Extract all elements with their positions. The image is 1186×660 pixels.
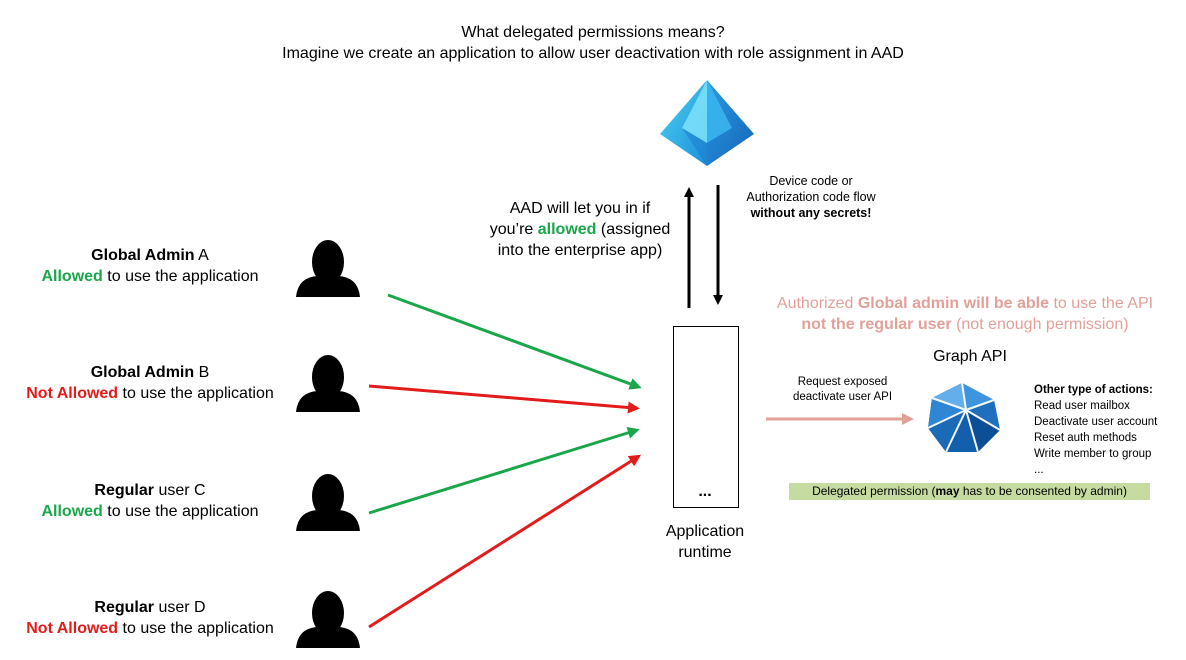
user-label-d: Regular user D Not Allowed to use the ap… xyxy=(0,597,300,639)
authorized-l1-c: to use the API xyxy=(1049,295,1154,312)
flow-note: Device code or Authorization code flow w… xyxy=(730,173,892,221)
action-item: Reset auth methods xyxy=(1034,432,1137,444)
user-icon xyxy=(296,355,360,412)
user-label-c: Regular user C Allowed to use the applic… xyxy=(0,480,300,522)
action-item: Read user mailbox xyxy=(1034,400,1130,412)
user-a-status: Allowed xyxy=(41,268,103,285)
runtime-ellipsis: ... xyxy=(698,483,712,500)
user-b-status: Not Allowed xyxy=(26,385,119,402)
user-label-b: Global Admin B Not Allowed to use the ap… xyxy=(0,362,300,404)
flow-note-line-1: Device code or xyxy=(769,174,853,188)
delegated-permission-bar: Delegated permission (may has to be cons… xyxy=(789,483,1150,500)
runtime-label-line-1: Application xyxy=(665,523,745,540)
authorized-note: Authorized Global admin will be able to … xyxy=(755,293,1175,335)
authorized-l1-b: Global admin will be able xyxy=(857,295,1049,312)
user-icon xyxy=(296,240,360,297)
user-d-name-bold: Regular xyxy=(94,599,154,616)
runtime-label: Application runtime xyxy=(640,521,770,563)
delegated-post: has to be consented by admin) xyxy=(959,484,1127,498)
user-a-name-bold: Global Admin xyxy=(91,247,195,264)
header-line-1: What delegated permissions means? xyxy=(461,24,725,41)
authorized-l2-a: not the regular user xyxy=(801,316,952,333)
flow-note-line-2: Authorization code flow xyxy=(746,190,876,204)
user-icon xyxy=(296,474,360,531)
user-c-name-rest: user C xyxy=(154,482,206,499)
authorized-l2-b: (not enough permission) xyxy=(951,316,1129,333)
aad-note: AAD will let you in if you’re allowed (a… xyxy=(470,198,690,261)
action-item: ... xyxy=(1034,464,1044,476)
user-d-status: Not Allowed xyxy=(26,620,119,637)
user-b-suffix: to use the application xyxy=(118,385,274,402)
arrow-user-d-denied xyxy=(368,454,642,629)
action-item: Write member to group xyxy=(1034,448,1152,460)
flow-note-line-3: without any secrets! xyxy=(750,206,872,220)
aad-pyramid-icon xyxy=(660,80,754,166)
aad-note-allowed: allowed xyxy=(537,221,597,238)
user-d-name-rest: user D xyxy=(154,599,206,616)
request-label: Request exposed deactivate user API xyxy=(770,375,915,405)
actions-title: Other type of actions: xyxy=(1034,384,1153,396)
user-b-name-rest: B xyxy=(194,364,210,381)
graph-api-label: Graph API xyxy=(933,348,1007,365)
graph-api-icon xyxy=(927,382,1001,453)
runtime-label-line-2: runtime xyxy=(678,544,732,561)
user-c-name-bold: Regular xyxy=(94,482,154,499)
user-c-status: Allowed xyxy=(41,503,103,520)
arrow-user-c-allowed xyxy=(368,427,640,515)
application-runtime-box xyxy=(673,326,739,508)
authorized-l1-a: Authorized xyxy=(776,295,858,312)
delegated-pre: Delegated permission ( xyxy=(812,484,936,498)
aad-note-line-1: AAD will let you in if xyxy=(509,200,651,217)
aad-note-line-3: into the enterprise app) xyxy=(497,242,663,259)
actions-list: Other type of actions: Read user mailbox… xyxy=(1034,382,1184,478)
aad-note-line-2-post: (assigned xyxy=(596,221,671,238)
user-b-name-bold: Global Admin xyxy=(90,364,195,381)
header-line-2: Imagine we create an application to allo… xyxy=(282,45,904,62)
arrow-user-a-allowed xyxy=(387,293,642,390)
user-label-a: Global Admin A Allowed to use the applic… xyxy=(0,245,300,287)
aad-note-line-2-pre: you’re xyxy=(489,221,538,238)
user-d-suffix: to use the application xyxy=(118,620,274,637)
delegated-may: may xyxy=(935,484,960,498)
request-label-line-1: Request exposed xyxy=(797,376,888,388)
user-a-name-rest: A xyxy=(194,247,209,264)
action-item: Deactivate user account xyxy=(1034,416,1158,428)
arrow-user-b-denied xyxy=(368,384,640,414)
user-c-suffix: to use the application xyxy=(102,503,259,520)
user-a-suffix: to use the application xyxy=(102,268,259,285)
request-label-line-2: deactivate user API xyxy=(792,391,893,403)
user-icon xyxy=(296,591,360,648)
